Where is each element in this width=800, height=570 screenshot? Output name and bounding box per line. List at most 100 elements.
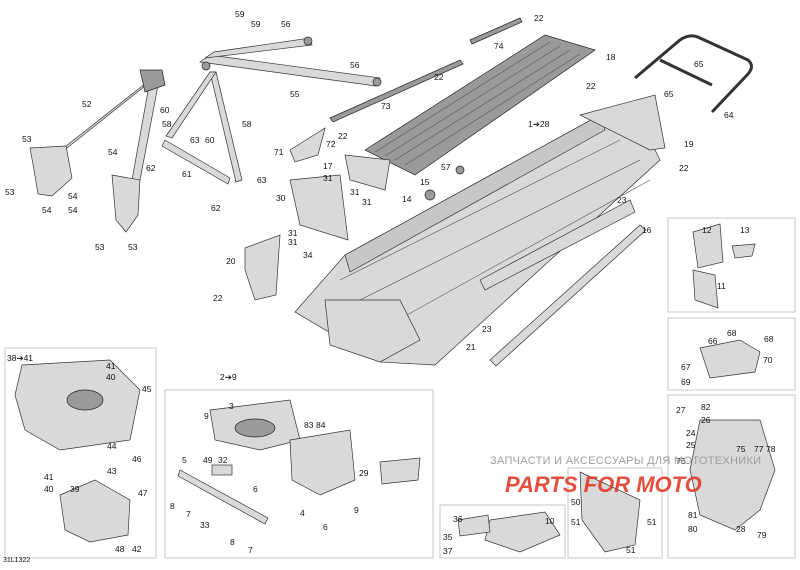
skid-10 <box>484 511 561 553</box>
pivot-59 <box>201 61 211 71</box>
callout-59: 59 <box>251 19 261 29</box>
callout-64: 64 <box>724 110 734 120</box>
callout-54: 54 <box>42 205 52 215</box>
rail-73 <box>329 59 464 123</box>
callout-47: 47 <box>138 488 148 498</box>
callout-40: 40 <box>44 484 54 494</box>
callout-45: 45 <box>142 384 152 394</box>
exchanger-fins <box>374 41 581 166</box>
callout-65: 65 <box>694 59 704 69</box>
bumper-64 <box>634 34 753 114</box>
callout-33: 33 <box>200 520 210 530</box>
callout-63: 63 <box>190 135 200 145</box>
callout-31: 31 <box>362 197 372 207</box>
callout-72: 72 <box>326 139 336 149</box>
callout-62: 62 <box>211 203 221 213</box>
frame-guard-66 <box>667 317 796 391</box>
callout-56: 56 <box>281 19 291 29</box>
callout-41: 41 <box>106 361 116 371</box>
callout-80: 28 <box>736 524 746 534</box>
callout-21: 21 <box>466 342 476 352</box>
tube-upper <box>204 37 313 59</box>
callout-73: 73 <box>381 101 391 111</box>
callout-28: 79 <box>757 530 767 540</box>
callout-68: 68 <box>727 328 737 338</box>
bumper-crossbar <box>659 58 713 87</box>
panel-30 <box>289 174 349 241</box>
callout-8: 8 <box>230 537 235 547</box>
bracket-71 <box>289 127 326 163</box>
callout-7: 7 <box>186 509 191 519</box>
frame-front-suspension-mount <box>164 389 434 559</box>
heat-exchanger-18 <box>364 34 596 176</box>
callout-15: 15 <box>420 177 430 187</box>
callout-58: 58 <box>242 119 252 129</box>
callout-66: 66 <box>708 336 718 346</box>
callout-6: 6 <box>323 522 328 532</box>
callout-37: 37 <box>443 546 453 556</box>
callout-67: 67 <box>681 362 691 372</box>
callout-13: 13 <box>740 225 750 235</box>
callout-34: 34 <box>303 250 313 260</box>
callout-50: 50 <box>571 497 581 507</box>
upper-column-assembly <box>29 36 382 233</box>
callout-23: 23 <box>482 324 492 334</box>
slide-rail-16 <box>489 224 647 367</box>
callout-22: 22 <box>338 131 348 141</box>
callout-22: 22 <box>679 163 689 173</box>
callout-61: 61 <box>182 169 192 179</box>
plate-36 <box>457 514 491 537</box>
grommet-57 <box>455 165 465 175</box>
callout-57: 57 <box>441 162 451 172</box>
callout-27: 27 <box>676 405 686 415</box>
callout-31: 31 <box>288 237 298 247</box>
callout-49: 49 <box>203 455 213 465</box>
bracket-11 <box>692 269 719 309</box>
mount-17 <box>344 154 391 191</box>
callout-9: 9 <box>354 505 359 515</box>
lower-bracket-left <box>29 145 73 197</box>
drawing-code: 31L1322 <box>3 557 30 564</box>
callout-68: 68 <box>764 334 774 344</box>
callout-42: 42 <box>132 544 142 554</box>
callout-51: 51 <box>626 545 636 555</box>
guard-66 <box>699 339 761 379</box>
wedge-13 <box>731 243 756 259</box>
callout-84: 84 <box>316 420 326 430</box>
callout-51: 51 <box>647 517 657 527</box>
callout-7: 7 <box>248 545 253 555</box>
callout-18: 18 <box>606 52 616 62</box>
callout-20: 20 <box>226 256 236 266</box>
callout-78: 78 <box>766 444 776 454</box>
strip-5 <box>177 469 269 525</box>
mount-3-hole <box>234 418 276 438</box>
callout-53: 53 <box>95 242 105 252</box>
tube-58 <box>209 71 243 183</box>
callout-25: 25 <box>686 440 696 450</box>
callout-81: 81 <box>688 510 698 520</box>
mount-4 <box>289 429 356 496</box>
frame-plate-12 <box>667 217 796 313</box>
callout-52: 52 <box>82 99 92 109</box>
callout-29: 29 <box>359 468 369 478</box>
callout-3: 3 <box>229 401 234 411</box>
callout-40: 40 <box>106 372 116 382</box>
tube-61 <box>161 139 231 185</box>
callout-35: 35 <box>443 532 453 542</box>
callout-80: 80 <box>688 524 698 534</box>
callout-4: 4 <box>300 508 305 518</box>
callout-36: 36 <box>453 514 463 524</box>
bushing-56b <box>372 77 382 87</box>
callout-39: 39 <box>70 484 80 494</box>
tunnel-top-edge <box>344 114 606 273</box>
callout-26: 26 <box>701 415 711 425</box>
bracket-hole <box>66 389 104 411</box>
subassembly-frames <box>4 217 796 559</box>
callout-58: 58 <box>162 119 172 129</box>
callout-31: 31 <box>288 228 298 238</box>
right-small-parts <box>457 223 776 553</box>
callout-53: 53 <box>5 187 15 197</box>
support-20 <box>244 234 281 301</box>
callout-60: 60 <box>160 105 170 115</box>
